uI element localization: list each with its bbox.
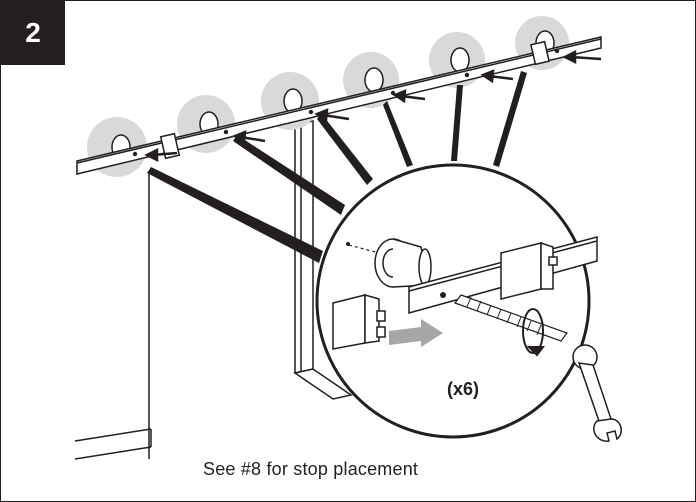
spacer-4 [364, 67, 384, 93]
rail-bolt-holes [132, 48, 560, 157]
callout-wedges [147, 71, 527, 263]
callout-arrow-icon [392, 89, 426, 104]
lag-bolt [454, 294, 568, 342]
wrench-icon [572, 344, 622, 442]
detail-spacer [374, 238, 432, 288]
callout-arrow-icon [314, 108, 350, 123]
insert-arrow-icon [389, 319, 443, 347]
rail-stops [159, 40, 550, 160]
callout-arrow-icon [480, 69, 514, 84]
callout-arrow-icon [144, 147, 178, 163]
callout-arrow-icon [562, 49, 602, 65]
detail-magnifier: (x6) [315, 163, 622, 442]
quantity-label: (x6) [447, 379, 479, 399]
callout-arrow-icon [232, 130, 266, 145]
wall-outline [74, 171, 152, 460]
wall-bolt-icon [332, 294, 386, 350]
step-number: 2 [25, 17, 41, 48]
rotate-arrow-icon [522, 308, 545, 357]
detail-stop-block [500, 241, 558, 300]
pointer-arrows [144, 49, 602, 163]
step-number-badge: 2 [1, 1, 65, 65]
caption-text: See #8 for stop placement [203, 459, 419, 479]
rail-stop-right [530, 40, 550, 66]
